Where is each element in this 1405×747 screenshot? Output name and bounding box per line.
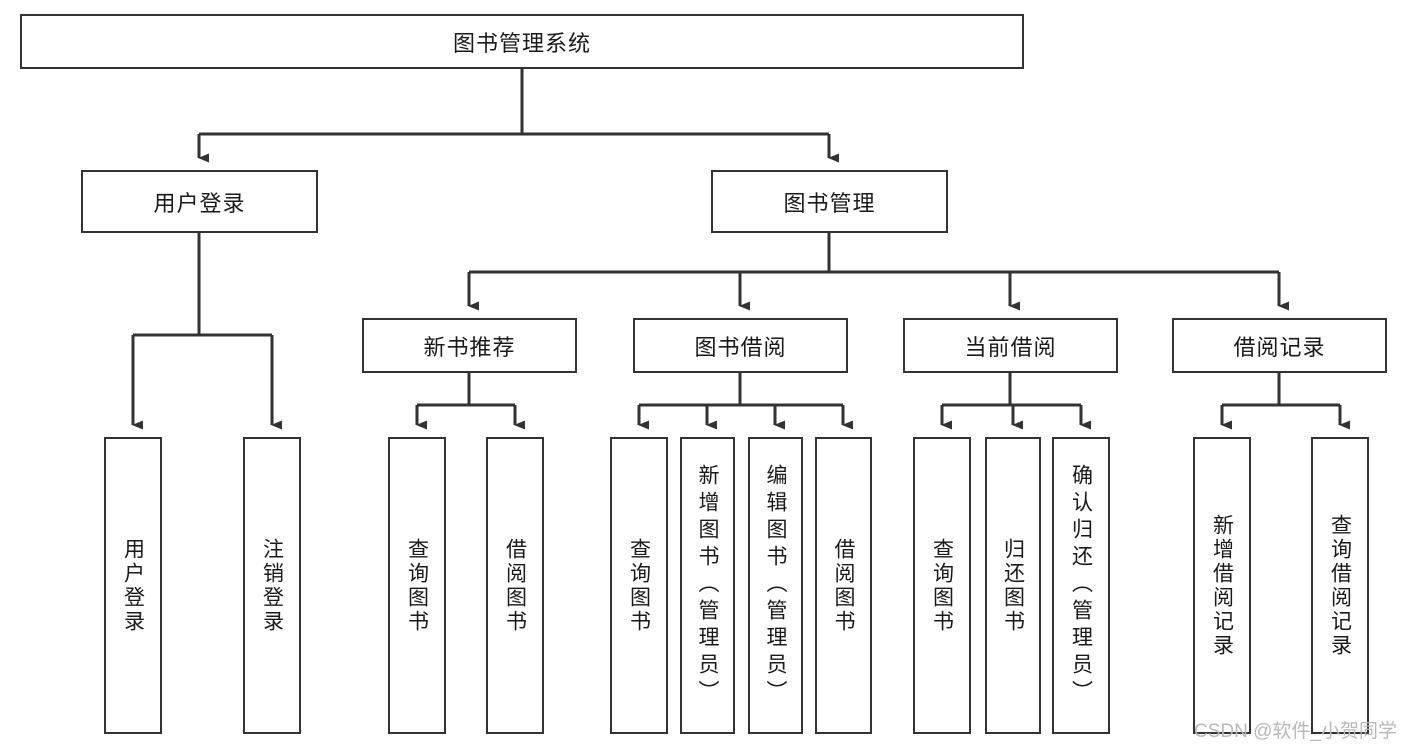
node-current-borrow[interactable]: 当前借阅 xyxy=(903,318,1118,373)
node-root[interactable]: 图书管理系统 xyxy=(20,14,1024,69)
node-book-borrow[interactable]: 图书借阅 xyxy=(633,318,848,373)
node-leaf-query-book-current[interactable]: 查询图书 xyxy=(913,437,971,734)
node-borrow-record[interactable]: 借阅记录 xyxy=(1172,318,1387,373)
node-leaf-query-book-rec[interactable]: 查询图书 xyxy=(388,437,446,734)
node-leaf-borrow-book[interactable]: 借阅图书 xyxy=(815,437,872,734)
node-leaf-user-logout[interactable]: 注销登录 xyxy=(243,437,301,734)
node-leaf-return-book[interactable]: 归还图书 xyxy=(985,437,1041,734)
node-new-book-rec[interactable]: 新书推荐 xyxy=(362,318,577,373)
node-leaf-borrow-book-rec[interactable]: 借阅图书 xyxy=(486,437,544,734)
node-leaf-confirm-return[interactable]: 确认归还（管理员） xyxy=(1052,437,1110,734)
node-leaf-query-book-borrow[interactable]: 查询图书 xyxy=(610,437,668,734)
watermark-label: CSDN @软件_小贺同学 xyxy=(1194,721,1397,742)
node-user-login[interactable]: 用户登录 xyxy=(81,170,318,233)
node-leaf-add-record[interactable]: 新增借阅记录 xyxy=(1193,437,1251,734)
node-leaf-edit-book[interactable]: 编辑图书（管理员） xyxy=(748,437,803,734)
node-book-manage[interactable]: 图书管理 xyxy=(711,170,948,233)
node-leaf-user-login[interactable]: 用户登录 xyxy=(104,437,162,734)
node-leaf-query-record[interactable]: 查询借阅记录 xyxy=(1311,437,1369,734)
node-leaf-add-book[interactable]: 新增图书（管理员） xyxy=(680,437,735,734)
